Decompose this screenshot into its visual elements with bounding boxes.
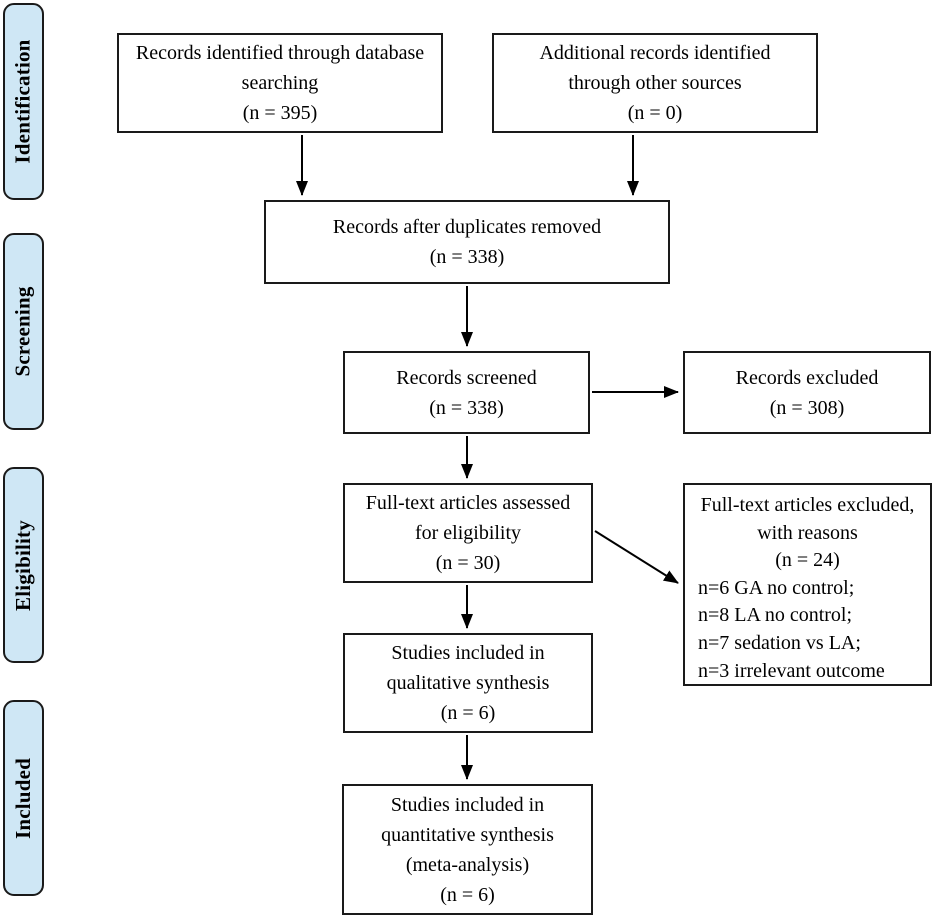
stage-tab-included: Included	[3, 700, 44, 896]
box-qualitative-synthesis-text: Studies included in qualitative synthesi…	[386, 642, 550, 724]
box-fulltext-excluded-reasons: n=6 GA no control; n=8 LA no control; n=…	[698, 576, 885, 682]
stage-label-eligibility: Eligibility	[11, 519, 36, 611]
box-records-excluded: Records excluded (n = 308)	[683, 351, 931, 434]
stage-tab-screening: Screening	[3, 233, 44, 430]
box-duplicates-removed: Records after duplicates removed (n = 33…	[264, 200, 670, 284]
box-records-screened: Records screened (n = 338)	[343, 351, 590, 434]
box-quantitative-synthesis: Studies included in quantitative synthes…	[342, 784, 593, 915]
stage-tab-identification: Identification	[3, 3, 44, 200]
box-quantitative-synthesis-text: Studies included in quantitative synthes…	[381, 793, 554, 906]
stage-label-identification: Identification	[11, 39, 36, 164]
box-additional-records: Additional records identified through ot…	[492, 33, 818, 133]
box-fulltext-excluded: Full-text articles excluded, with reason…	[683, 483, 932, 686]
stage-label-included: Included	[11, 757, 35, 839]
stage-label-screening: Screening	[11, 286, 36, 377]
box-qualitative-synthesis: Studies included in qualitative synthesi…	[343, 633, 593, 733]
box-records-screened-text: Records screened (n = 338)	[396, 366, 537, 419]
box-records-excluded-text: Records excluded (n = 308)	[735, 366, 879, 419]
box-fulltext-assessed: Full-text articles assessed for eligibil…	[343, 483, 593, 583]
arrow-fulltext-to-fulltext-excluded	[594, 530, 679, 584]
box-additional-records-text: Additional records identified through ot…	[539, 42, 771, 124]
box-records-identified-database-text: Records identified through database sear…	[135, 42, 425, 124]
box-fulltext-excluded-head: Full-text articles excluded, with reason…	[700, 494, 915, 572]
box-duplicates-removed-text: Records after duplicates removed (n = 33…	[332, 216, 602, 268]
stage-tab-eligibility: Eligibility	[3, 467, 44, 663]
box-records-identified-database: Records identified through database sear…	[117, 33, 443, 133]
box-fulltext-assessed-text: Full-text articles assessed for eligibil…	[365, 492, 571, 574]
